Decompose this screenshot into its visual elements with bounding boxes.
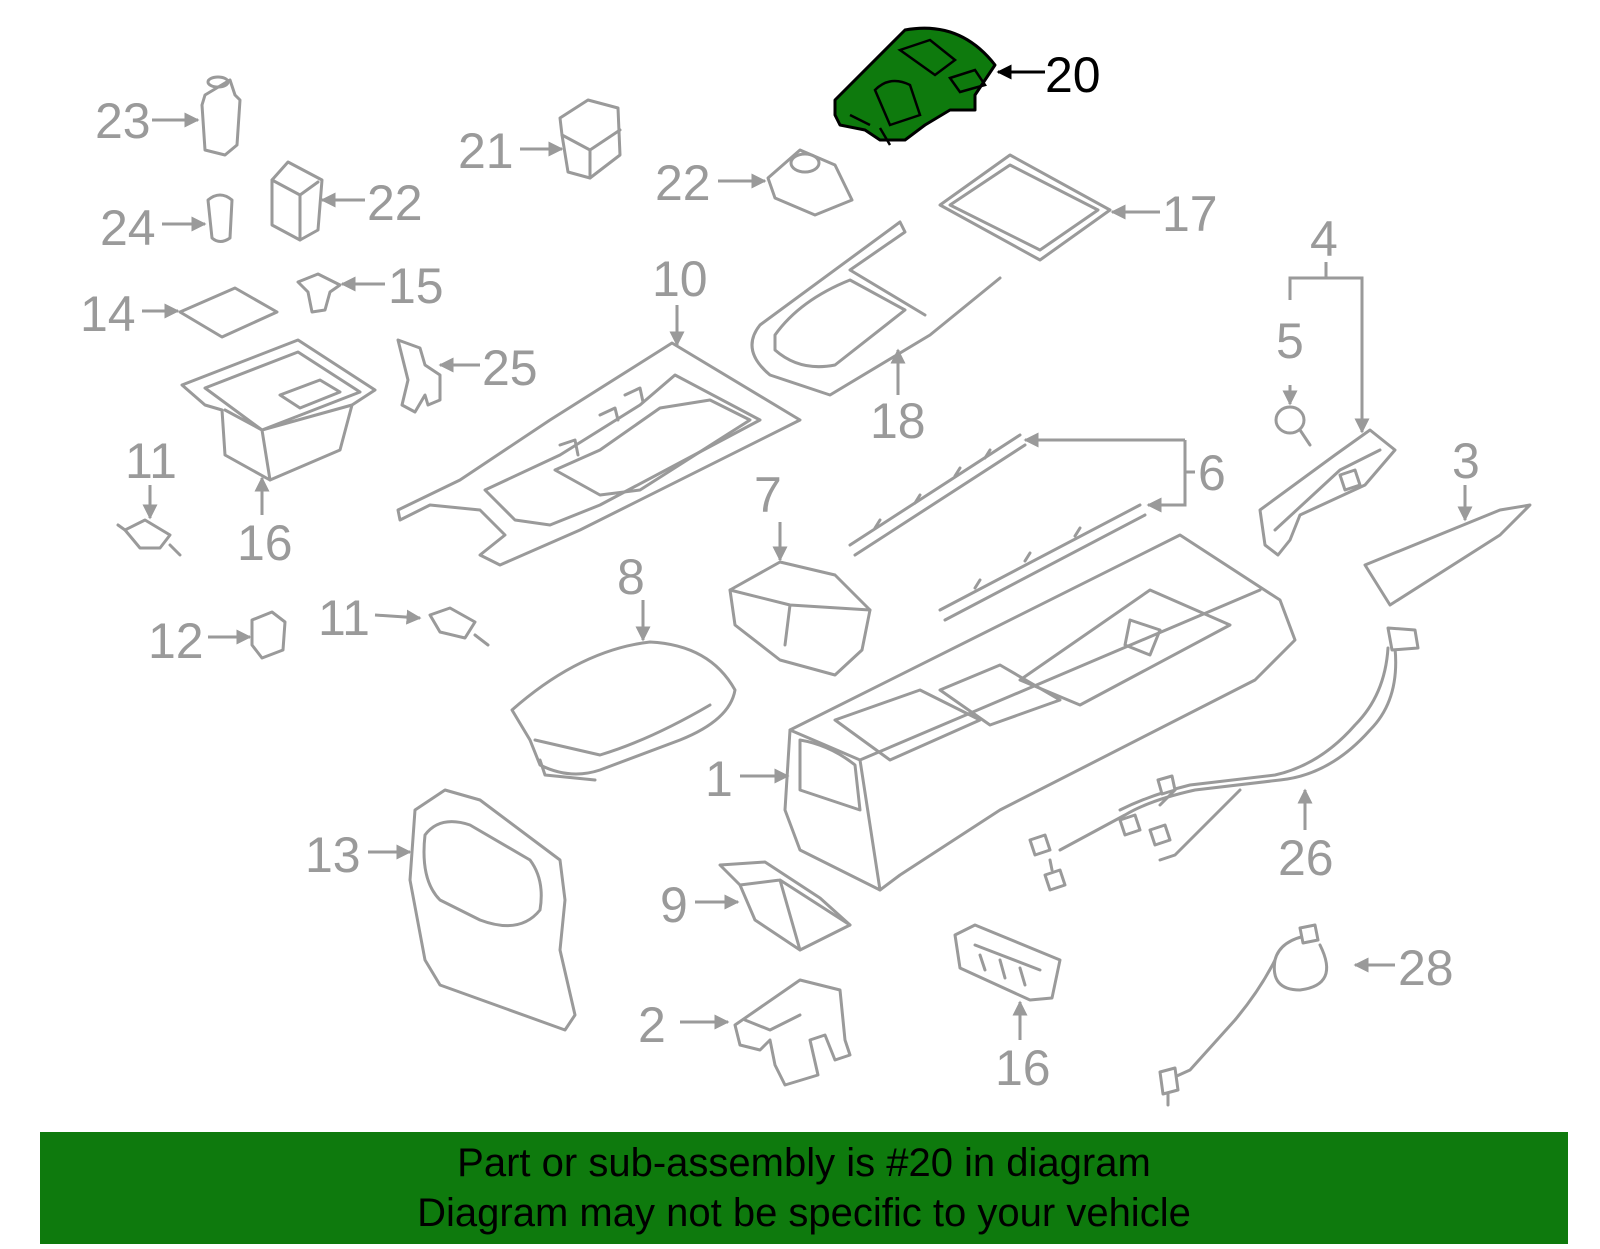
- callout-3: 3: [1452, 433, 1480, 489]
- part-21-shape: [558, 98, 622, 180]
- part-5-shape: [1274, 405, 1312, 447]
- callout-13: 13: [305, 827, 361, 883]
- part-27-shape: [1028, 626, 1420, 892]
- part-8-shape: [510, 640, 737, 782]
- part-17-shape: [953, 923, 1062, 1002]
- part-15-shape: [178, 286, 279, 339]
- part-28-shape: [1158, 923, 1329, 1107]
- part-23-shape: [270, 160, 324, 242]
- part-12-shape: [250, 610, 287, 660]
- callout-28: 28: [1398, 940, 1454, 996]
- part-11-shape-a: [116, 518, 182, 557]
- part-22-shape: [766, 148, 854, 217]
- callout-20: 20: [1045, 47, 1101, 103]
- part-19-shape: [750, 220, 1002, 397]
- part-26-shape: [396, 338, 442, 414]
- callout-27: 26: [1278, 830, 1334, 886]
- part-7-shape: [728, 560, 872, 677]
- part-11-shape-b: [428, 606, 490, 647]
- part-16-shape: [296, 272, 342, 314]
- callout-4: 4: [1310, 211, 1338, 267]
- callout-18: 17: [1162, 186, 1218, 242]
- callout-22: 22: [655, 155, 711, 211]
- banner-line-2: Diagram may not be specific to your vehi…: [417, 1191, 1191, 1235]
- callout-26: 25: [482, 340, 538, 396]
- callout-7: 7: [754, 467, 782, 523]
- callout-23: 22: [367, 175, 423, 231]
- callout-14: 16: [237, 515, 293, 571]
- callout-19: 18: [870, 393, 926, 449]
- callout-10: 10: [652, 251, 708, 307]
- part-6-shape: [848, 433, 1147, 622]
- banner-line-1: Part or sub-assembly is #20 in diagram: [457, 1141, 1151, 1185]
- part-14-shape: [180, 338, 377, 482]
- callout-24: 23: [95, 93, 151, 149]
- part-18-shape: [938, 153, 1112, 262]
- callout-6: 6: [1198, 445, 1226, 501]
- callout-8: 8: [617, 549, 645, 605]
- part-13-shape: [408, 788, 577, 1032]
- part-3-shape: [1363, 503, 1532, 607]
- callout-11-b: 11: [318, 590, 370, 646]
- callout-17: 16: [995, 1040, 1051, 1096]
- part-4-shape: [1258, 428, 1397, 557]
- part-1-shape: [783, 533, 1297, 892]
- part-20-shape[interactable]: [833, 26, 997, 146]
- callout-21: 21: [458, 123, 514, 179]
- callout-15: 14: [80, 286, 136, 342]
- part-25-shape: [206, 193, 234, 243]
- part-2-shape: [733, 978, 852, 1087]
- part-24-shape: [200, 75, 242, 157]
- part-10-shape: [396, 341, 802, 567]
- part-9-shape: [718, 860, 852, 952]
- callout-1: 1: [705, 751, 733, 807]
- callout-25: 24: [100, 200, 156, 256]
- callout-11-a: 11: [125, 433, 177, 489]
- callout-9: 9: [660, 877, 688, 933]
- callout-2: 2: [638, 997, 666, 1053]
- callout-12: 12: [148, 613, 204, 669]
- callout-5: 5: [1276, 313, 1304, 369]
- info-banner: Part or sub-assembly is #20 in diagram D…: [40, 1132, 1568, 1244]
- callout-16: 15: [388, 258, 444, 314]
